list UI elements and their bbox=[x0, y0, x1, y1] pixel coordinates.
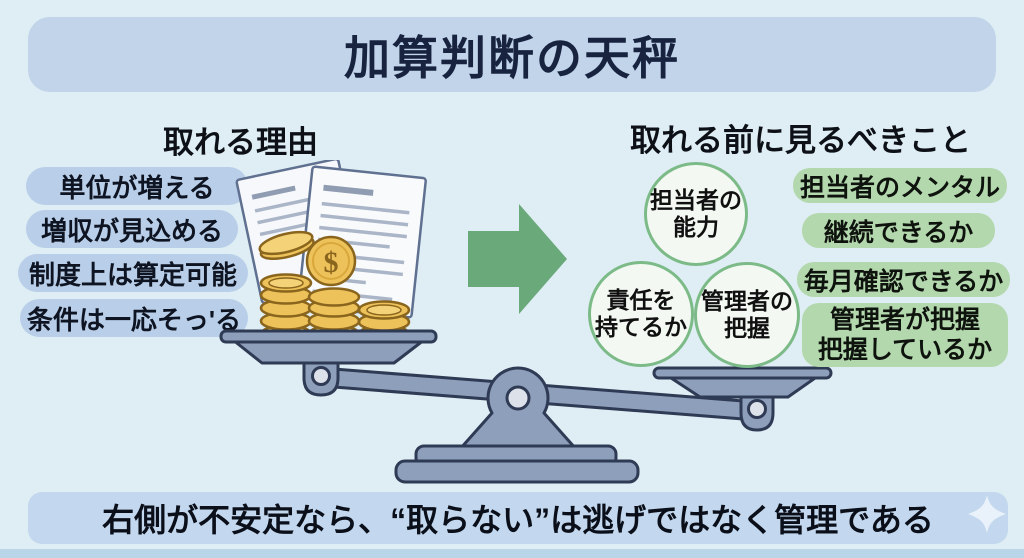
reason-pill: 制度上は算定可能 bbox=[18, 254, 248, 292]
bottom-message: 右側が不安定なら、“取らない”は逃げではなく管理である bbox=[102, 502, 934, 538]
sparkle-icon bbox=[968, 495, 1006, 533]
scale-left-pan bbox=[219, 329, 438, 397]
balance-scale bbox=[219, 329, 833, 484]
bottom-banner: 右側が不安定なら、“取らない”は逃げではなく管理である bbox=[28, 492, 1008, 544]
svg-text:$: $ bbox=[324, 246, 339, 279]
check-pill: 継続できるか bbox=[802, 213, 995, 248]
check-circle-label: 担当者の bbox=[650, 186, 742, 213]
check-circle-label: 管理者の bbox=[701, 287, 793, 314]
check-circle-label: 責任を bbox=[606, 286, 676, 313]
scale-right-pan bbox=[652, 366, 833, 432]
check-circle: 責任を 持てるか bbox=[588, 261, 694, 367]
check-pill: 管理者が把握 把握しているか bbox=[802, 303, 1008, 367]
reason-pill: 単位が増える bbox=[26, 167, 248, 205]
balance-scale-illustration: $ bbox=[219, 160, 833, 484]
reason-pill: 条件は一応そっ'る bbox=[20, 299, 248, 337]
check-pill: 担当者のメンタル bbox=[793, 168, 1007, 203]
check-circle-label: 持てるか bbox=[595, 314, 687, 340]
check-circle: 管理者の 把握 bbox=[694, 262, 800, 368]
check-circle-label: 把握 bbox=[724, 315, 770, 341]
check-circle: 担当者の 能力 bbox=[644, 162, 748, 266]
dollar-coin-icon: $ bbox=[305, 235, 357, 287]
check-circle-label: 能力 bbox=[673, 214, 719, 240]
title-banner: 加算判断の天秤 bbox=[28, 17, 996, 92]
bottom-edge-strip bbox=[0, 549, 1024, 558]
check-pill: 毎月確認できるか bbox=[797, 262, 1010, 297]
scale-pedestal bbox=[394, 366, 640, 484]
left-column-heading: 取れる理由 bbox=[163, 125, 318, 160]
reason-pill: 増収が見込める bbox=[26, 210, 238, 248]
arrow-right-icon bbox=[468, 204, 567, 314]
page-title: 加算判断の天秤 bbox=[344, 31, 680, 84]
right-column-heading: 取れる前に見るべきこと bbox=[630, 123, 971, 158]
